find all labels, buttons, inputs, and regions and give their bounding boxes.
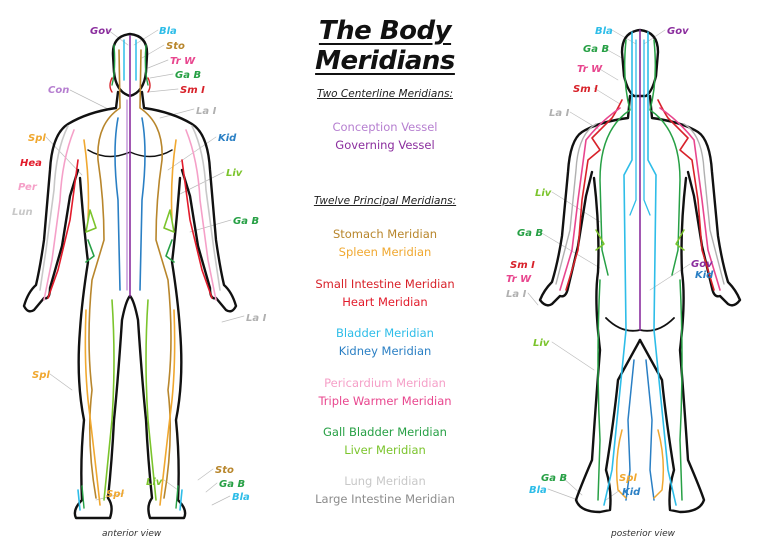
label-posterior-smi: Sm I — [573, 84, 598, 95]
label-anterior-sto-2: Sto — [215, 465, 234, 476]
label-posterior-lai-2: La I — [506, 289, 527, 300]
label-anterior-liv: Liv — [226, 168, 243, 179]
label-posterior-gab-3: Ga B — [541, 473, 568, 484]
label-posterior-kid: Kid — [695, 270, 714, 281]
legend-conception-vessel: Conception Vessel — [332, 120, 438, 134]
label-anterior-lun: Lun — [12, 207, 33, 218]
legend-stomach: Stomach Meridian — [332, 227, 438, 241]
label-anterior-lai: La I — [196, 106, 217, 117]
posterior-view-caption: posterior view — [611, 529, 675, 539]
label-posterior-spl: Spl — [619, 473, 637, 484]
label-anterior-bla-2: Bla — [232, 492, 250, 503]
posterior-body-figure — [527, 28, 742, 514]
leader-lines — [45, 29, 245, 506]
label-posterior-smi-2: Sm I — [510, 260, 535, 271]
label-posterior-lai: La I — [549, 108, 570, 119]
label-anterior-gab-3: Ga B — [219, 479, 246, 490]
label-anterior-gab: Ga B — [175, 70, 202, 81]
label-posterior-liv-2: Liv — [533, 338, 550, 349]
label-posterior-kid-2: Kid — [622, 487, 641, 498]
centerline-heading: Two Centerline Meridians: — [317, 88, 453, 100]
label-anterior-spl-2: Spl — [32, 370, 50, 381]
label-anterior-per: Per — [18, 182, 37, 193]
label-anterior-gov: Gov — [90, 26, 112, 37]
label-anterior-trw: Tr W — [170, 56, 196, 67]
leader-lines — [527, 29, 691, 501]
anterior-view-caption: anterior view — [102, 529, 162, 539]
principal-heading: Twelve Principal Meridians: — [313, 195, 457, 207]
label-anterior-liv-2: Liv — [146, 477, 163, 488]
label-posterior-trw: Tr W — [577, 64, 603, 75]
label-anterior-spl-3: Spl — [106, 489, 124, 500]
label-posterior-bla: Bla — [595, 26, 613, 37]
legend-small-intestine: Small Intestine Meridian — [315, 277, 455, 291]
legend-pericardium: Pericardium Meridian — [324, 376, 446, 390]
label-anterior-sto: Sto — [166, 41, 185, 52]
anterior-body-figure — [22, 29, 245, 520]
label-anterior-lai-2: La I — [246, 313, 267, 324]
label-posterior-trw-2: Tr W — [506, 274, 532, 285]
label-posterior-gov-2: Gov — [691, 259, 713, 270]
legend-liver: Liver Meridian — [344, 443, 426, 457]
label-posterior-gab: Ga B — [583, 44, 610, 55]
legend-heart: Heart Meridian — [342, 295, 428, 309]
legend-bladder: Bladder Meridian — [336, 326, 434, 340]
legend-spleen: Spleen Meridian — [338, 245, 432, 259]
legend-kidney: Kidney Meridian — [338, 344, 432, 358]
label-anterior-con: Con — [48, 85, 70, 96]
label-anterior-gab-2: Ga B — [233, 216, 260, 227]
legend-gall-bladder: Gall Bladder Meridian — [323, 425, 447, 439]
label-anterior-bla: Bla — [159, 26, 177, 37]
label-posterior-gov: Gov — [667, 26, 689, 37]
legend-lung: Lung Meridian — [344, 474, 426, 488]
label-anterior-spl: Spl — [28, 133, 46, 144]
legend-triple-warmer: Triple Warmer Meridian — [318, 394, 452, 408]
label-posterior-gab-2: Ga B — [517, 228, 544, 239]
legend-large-intestine: Large Intestine Meridian — [315, 492, 455, 506]
label-posterior-bla-2: Bla — [529, 485, 547, 496]
label-anterior-hea: Hea — [20, 158, 42, 169]
legend-governing-vessel: Governing Vessel — [335, 138, 435, 152]
diagram-title: The Body Meridians — [315, 16, 455, 76]
label-posterior-liv: Liv — [535, 188, 552, 199]
label-anterior-smi: Sm I — [180, 85, 205, 96]
label-anterior-kid: Kid — [218, 133, 237, 144]
